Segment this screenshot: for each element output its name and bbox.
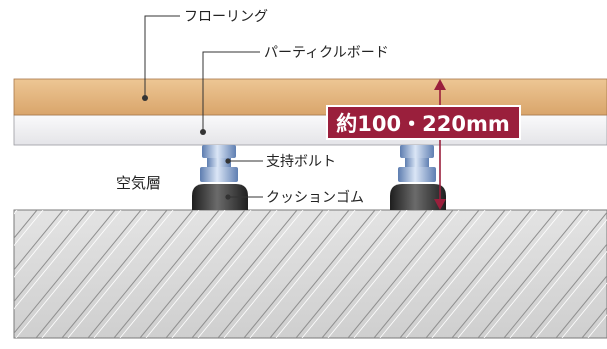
hatch-highlight-line <box>379 210 486 338</box>
hatch-highlight-line <box>483 210 590 338</box>
hatch-line <box>425 210 532 338</box>
hatch-line <box>581 306 607 338</box>
hatch-line <box>451 210 558 338</box>
hatch-highlight-line <box>14 210 70 278</box>
support-bolt-left <box>202 145 236 158</box>
hatch-line <box>14 210 90 303</box>
height-badge: 約100・220mm <box>326 105 521 140</box>
leader-cushion-rubber <box>225 194 263 200</box>
hatch-line <box>503 211 607 338</box>
hatch-highlight-line <box>145 210 252 338</box>
flooring-label: フローリング <box>184 9 268 25</box>
hatch-highlight-line <box>587 314 607 338</box>
leader-support-bolt <box>225 158 263 164</box>
hatch-line <box>373 210 480 338</box>
hatch-highlight-line <box>301 210 408 338</box>
concrete-slab <box>0 209 607 339</box>
hatch-line <box>165 210 272 338</box>
height-dimension-arrow <box>434 79 446 210</box>
hatch-highlight-line <box>119 210 226 338</box>
support-right <box>390 145 446 210</box>
hatch-highlight-line <box>457 210 564 338</box>
hatch-highlight-line <box>223 210 330 338</box>
particle-board-label: パーティクルボード <box>264 45 389 61</box>
hatch-highlight-line <box>327 210 434 338</box>
hatch-highlight-line <box>535 250 607 338</box>
hatch-line <box>14 210 64 271</box>
hatch-line <box>347 210 454 338</box>
hatch-line <box>113 210 220 338</box>
hatch-line <box>139 210 246 338</box>
hatch-highlight-line <box>561 282 607 338</box>
hatch-highlight-line <box>93 210 200 338</box>
support-bolt-right <box>400 145 434 158</box>
slab-hatching <box>0 210 607 338</box>
hatch-line <box>217 210 324 338</box>
hatch-line <box>35 210 142 338</box>
hatch-line <box>555 275 607 338</box>
hatch-highlight-line <box>405 210 512 338</box>
hatch-highlight-line <box>67 210 174 338</box>
hatch-highlight-line <box>14 210 44 246</box>
hatch-line <box>14 210 38 239</box>
hatch-line <box>477 210 584 338</box>
hatch-highlight-line <box>14 210 96 310</box>
cushion-rubber-left <box>192 184 248 210</box>
height-range-label: 約100・220mm <box>336 112 509 136</box>
hatch-line <box>243 210 350 338</box>
hatch-highlight-line <box>431 210 538 338</box>
support-left <box>192 145 248 210</box>
hatch-line <box>14 210 116 334</box>
hatch-line <box>529 243 607 338</box>
hatch-line <box>269 210 376 338</box>
hatch-line <box>399 210 506 338</box>
hatch-highlight-line <box>171 210 278 338</box>
hatch-line <box>0 210 11 338</box>
cushion-rubber-right <box>390 184 446 210</box>
hatch-highlight-line <box>275 210 382 338</box>
hatch-line <box>321 210 428 338</box>
hatch-line <box>87 210 194 338</box>
hatch-highlight-line <box>353 210 460 338</box>
hatch-highlight-line <box>197 210 304 338</box>
leader-particle-board <box>200 51 260 135</box>
hatch-highlight-line <box>509 219 607 338</box>
hatch-highlight-line <box>15 210 122 338</box>
support-bolt-label: 支持ボルト <box>266 154 336 170</box>
air-layer-label: 空気層 <box>116 174 161 192</box>
leader-flooring <box>142 15 180 101</box>
hatch-line <box>295 210 402 338</box>
hatch-highlight-line <box>41 210 148 338</box>
hatch-line <box>61 210 168 338</box>
hatch-highlight-line <box>249 210 356 338</box>
hatch-line <box>191 210 298 338</box>
cushion-rubber-label: クッションゴム <box>266 189 364 206</box>
